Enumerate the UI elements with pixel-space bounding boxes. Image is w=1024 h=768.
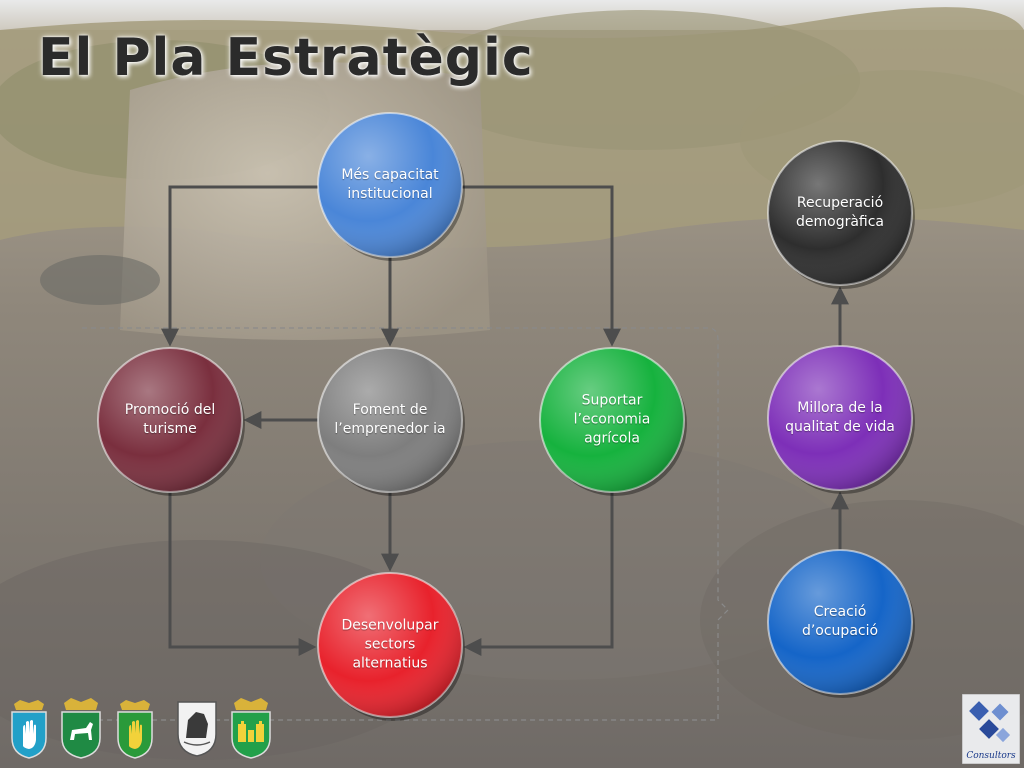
node-agricola (539, 347, 687, 496)
edge-institucional-to-agricola (462, 185, 621, 347)
node-qualitat (767, 345, 915, 494)
node-label-qualitat: Millora de la qualitat de vida (785, 400, 895, 435)
crest-yellow-hand-icon (117, 700, 153, 759)
node-label-demografica: Recuperació demogràfica (795, 195, 885, 230)
node-label-agricola: Suportar l’economia agrícola (573, 392, 651, 447)
edge-turisme-to-alternatius (168, 492, 317, 656)
node-label-turisme: Promoció del turisme (124, 402, 216, 437)
crest-castle-icon (231, 698, 271, 759)
node-alternatius (317, 572, 465, 721)
crest-hand-icon (11, 700, 47, 759)
node-demografica (767, 140, 915, 289)
node-label-institucional: Més capacitat institucional (341, 167, 439, 202)
node-label-ocupacio: Creació d’ocupació (801, 604, 879, 639)
node-label-alternatius: Desenvolupar sectors alternatius (341, 617, 439, 672)
consultors-logo-text: Consultors (966, 751, 1016, 761)
edge-agricola-to-alternatius (463, 492, 614, 656)
node-turisme (97, 347, 245, 496)
node-ocupacio (767, 549, 915, 698)
node-emprenedoria (317, 347, 465, 496)
group-bracket (82, 327, 729, 721)
crest-goat-icon (61, 698, 101, 759)
node-label-emprenedoria: Foment de l’emprenedor ia (334, 402, 446, 437)
slide-title: El Pla Estratègic (38, 28, 534, 88)
consultors-logo: Consultors (962, 694, 1020, 764)
crest-fox-icon (177, 701, 217, 757)
node-institucional (317, 112, 465, 261)
edge-institucional-to-turisme (161, 185, 318, 347)
